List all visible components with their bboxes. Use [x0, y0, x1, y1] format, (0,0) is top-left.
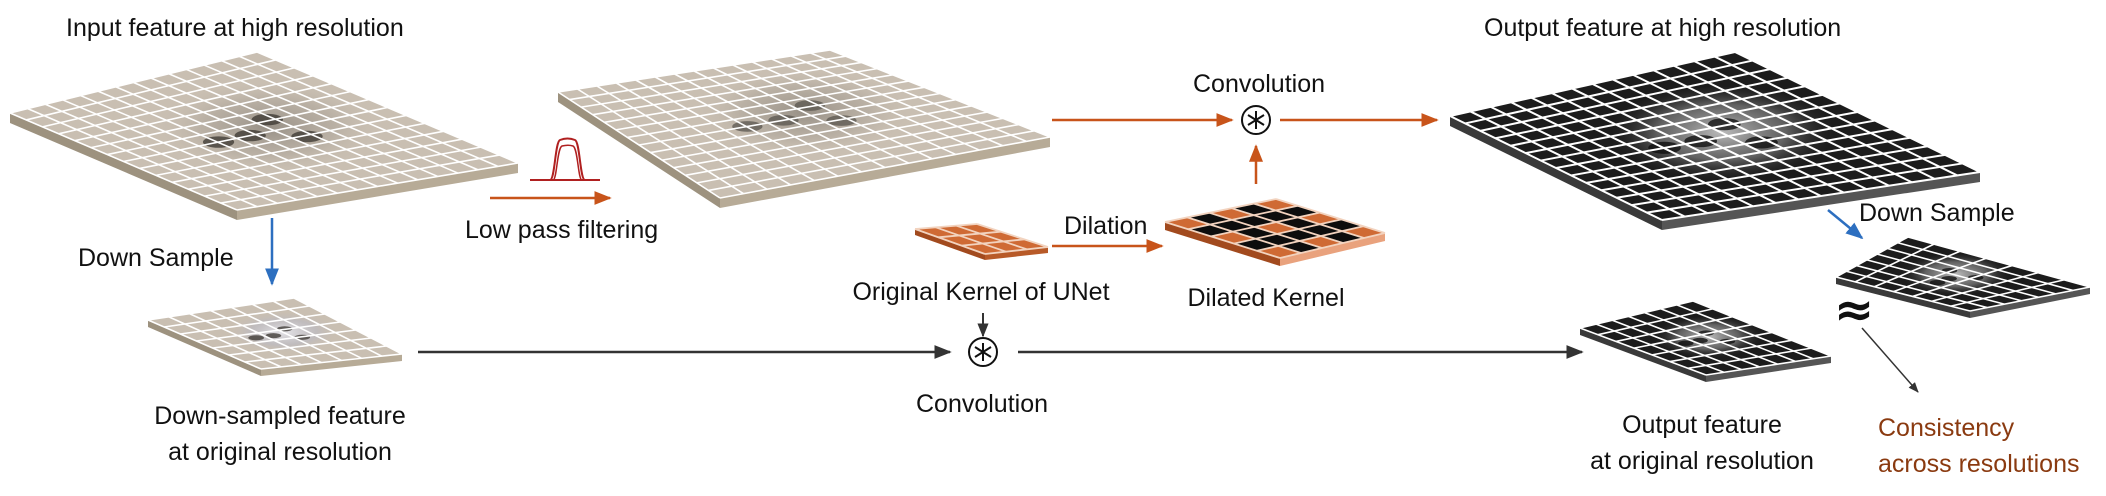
output-downsampled-grid	[1835, 236, 2091, 318]
output-feature-grid	[1449, 51, 1981, 230]
convolution-label-top: Convolution	[1193, 70, 1325, 98]
filtered-feature-grid	[557, 49, 1051, 208]
down-sample-arrow-right	[1827, 209, 1864, 240]
down-sample-label-left: Down Sample	[78, 244, 234, 272]
dilated-kernel-grid	[1164, 198, 1386, 266]
input-feature-grid	[9, 51, 519, 220]
convolution-operator-top	[1241, 105, 1271, 135]
output-feature-title: Output feature at high resolution	[1484, 14, 1841, 42]
low-pass-filter-icon	[530, 137, 600, 181]
consistency-label-line1: Consistency	[1878, 414, 2015, 442]
approx-symbol: ≈	[1834, 282, 1874, 338]
convolution-label-bottom: Convolution	[916, 390, 1048, 418]
original-kernel-grid	[914, 223, 1049, 260]
down-sample-label-right: Down Sample	[1859, 199, 2015, 227]
low-pass-label: Low pass filtering	[465, 216, 658, 244]
consistency-label-line2: across resolutions	[1878, 450, 2079, 478]
consistency-arrow	[1861, 327, 1919, 393]
output-original-grid	[1579, 300, 1832, 382]
downsampled-caption-line2: at original resolution	[168, 438, 392, 466]
output-original-caption-line1: Output feature	[1622, 411, 1782, 439]
original-kernel-label: Original Kernel of UNet	[852, 278, 1109, 306]
dilated-kernel-label: Dilated Kernel	[1187, 284, 1344, 312]
output-original-caption-line2: at original resolution	[1590, 447, 1814, 475]
dilation-label: Dilation	[1064, 212, 1147, 240]
convolution-operator-bottom	[968, 337, 998, 367]
downsampled-feature-grid	[147, 297, 403, 376]
input-feature-title: Input feature at high resolution	[66, 14, 404, 42]
downsampled-caption-line1: Down-sampled feature	[154, 402, 406, 430]
